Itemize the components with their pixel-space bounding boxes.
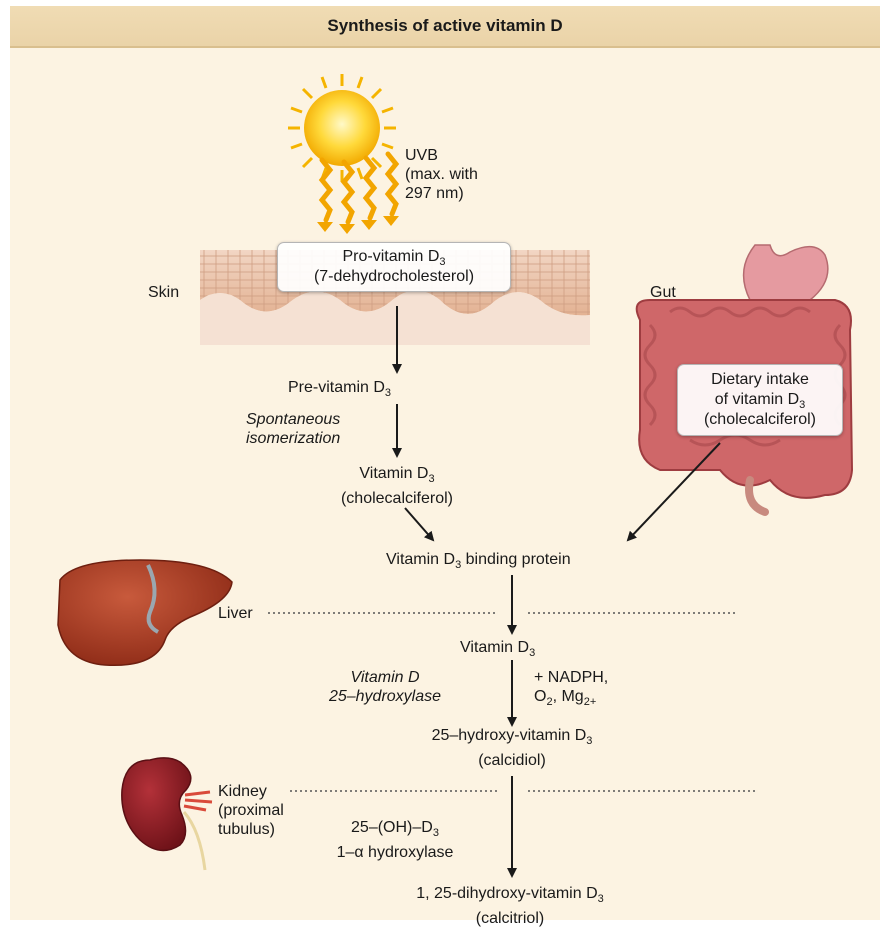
hydroxylase-25-label: Vitamin D 25–hydroxylase: [320, 668, 450, 706]
sun-icon: [288, 74, 396, 182]
vitamin-d3-label: Vitamin D3 (cholecalciferol): [314, 464, 480, 508]
liver-icon: [58, 560, 232, 665]
isomerization-label: Spontaneous isomerization: [246, 410, 340, 448]
previtamin-label: Pre-vitamin D3: [288, 378, 391, 403]
arrow-vitamin-to-binding: [405, 508, 433, 540]
cofactors-label: + NADPH, O2, Mg2+: [534, 668, 608, 712]
kidney-label: Kidney (proximal tubulus): [218, 782, 284, 839]
liver-vitamin-d3-label: Vitamin D3: [460, 638, 535, 663]
uvb-label: UVB (max. with 297 nm): [405, 146, 478, 203]
dietary-intake-box: Dietary intake of vitamin D3 (cholecalci…: [677, 364, 843, 436]
gut-label: Gut: [650, 283, 676, 302]
hydroxylase-1a-label: 25–(OH)–D3 1–α hydroxylase: [300, 818, 490, 862]
liver-label: Liver: [218, 604, 253, 623]
calcidiol-label: 25–hydroxy-vitamin D3 (calcidiol): [392, 726, 632, 770]
kidney-icon: [122, 758, 212, 870]
calcitriol-label: 1, 25-dihydroxy-vitamin D3 (calcitriol): [360, 884, 660, 928]
skin-label: Skin: [148, 283, 179, 302]
provitamin-box: Pro-vitamin D3 (7-dehydrocholesterol): [277, 242, 511, 292]
uvb-arrowheads: [317, 216, 399, 234]
binding-protein-label: Vitamin D3 binding protein: [386, 550, 571, 575]
